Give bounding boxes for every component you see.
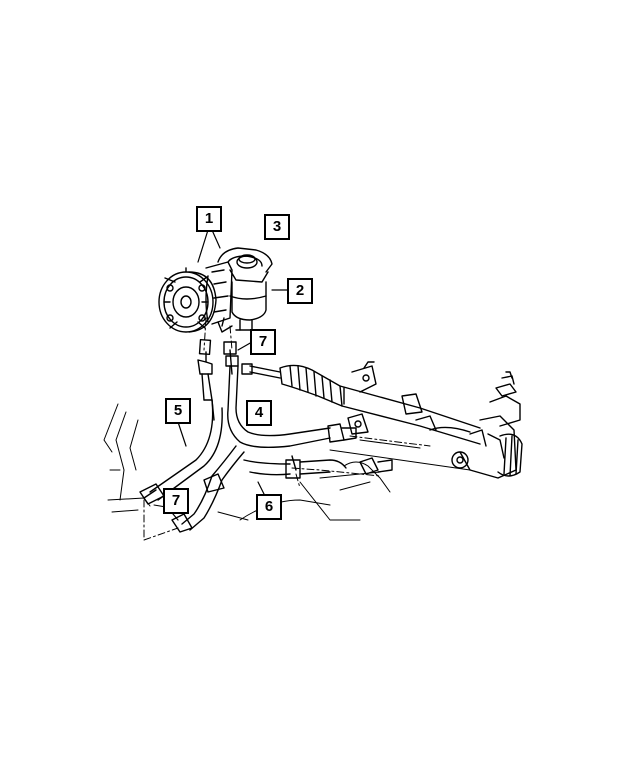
leader-lines [167,229,289,521]
callout-1: 1 [196,206,222,232]
callout-6: 6 [256,494,282,520]
callout-2: 2 [287,278,313,304]
callout-7-lower: 7 [163,488,189,514]
callout-4: 4 [246,400,272,426]
reservoir [217,247,273,331]
callout-3: 3 [264,214,290,240]
hose-cooler [171,445,393,533]
steering-rack [241,361,523,479]
hose-pressure [139,338,223,505]
frame-sketch-center [217,439,471,521]
pump-body [205,261,233,333]
center-lines [143,317,431,541]
hose-return [223,341,357,449]
pump-pulley [158,267,217,333]
callout-5: 5 [165,398,191,424]
frame-sketch-left [103,403,173,513]
callout-7-upper: 7 [250,329,276,355]
